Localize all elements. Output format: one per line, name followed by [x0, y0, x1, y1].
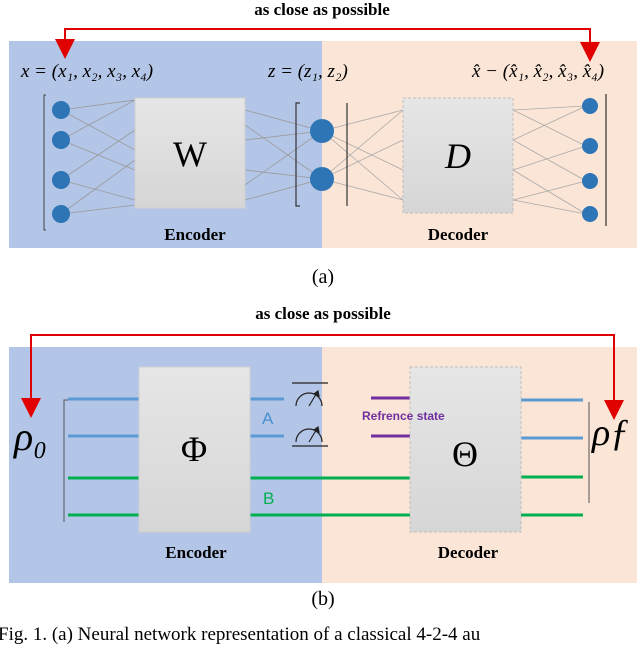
- top-label-b: as close as possible: [255, 304, 391, 323]
- input-nodes: [52, 101, 70, 223]
- subsystem-b-label: B: [263, 489, 274, 508]
- x-equation: x = (x₁, x₂, x₃, x₄): [20, 61, 153, 82]
- encoder-box-b: [138, 366, 251, 533]
- encoder-symbol-w: W: [173, 134, 207, 174]
- decoder-symbol-theta: Θ: [452, 434, 478, 474]
- caption-a: (a): [312, 266, 334, 288]
- encoder-symbol-phi: Φ: [181, 429, 207, 469]
- encoder-connections-a: [60, 99, 323, 215]
- decoder-box-a: [402, 97, 514, 214]
- output-node-1: [582, 98, 598, 114]
- measurement-meter-1: [292, 382, 328, 407]
- output-node-4: [582, 206, 598, 222]
- latent-nodes: [310, 119, 334, 191]
- green-wires: [68, 475, 583, 517]
- top-label-a: as close as possible: [254, 0, 390, 19]
- decoder-label-b: Decoder: [438, 543, 499, 562]
- xhat-equation: x̂ − (x̂₁, x̂₂, x̂₃, x̂₄): [471, 61, 604, 82]
- input-node-4: [52, 205, 70, 223]
- decoder-label-a: Decoder: [428, 225, 489, 244]
- input-node-2: [52, 131, 70, 149]
- caption-b: (b): [311, 588, 334, 610]
- encoder-box-a: [134, 97, 246, 209]
- encoder-label-b: Encoder: [165, 543, 227, 562]
- latent-node-1: [310, 119, 334, 143]
- panel-b: as close as possible ρ₀ ρƒ: [9, 304, 637, 610]
- input-node-3: [52, 171, 70, 189]
- blue-wires: [68, 397, 583, 440]
- rho-f: ρƒ: [591, 412, 629, 454]
- decoder-symbol-d: D: [444, 136, 471, 176]
- input-bracket-left: [43, 94, 46, 231]
- latent-node-2: [310, 167, 334, 191]
- panel-a: as close as possible x = (x₁, x₂, x₃, x₄…: [9, 0, 637, 288]
- decoder-box-b: [409, 366, 522, 533]
- measurement-meter-2: [292, 425, 328, 447]
- output-nodes: [582, 98, 598, 222]
- output-node-3: [582, 173, 598, 189]
- z-equation: z = (z₁, z₂): [267, 61, 348, 82]
- input-bracket-b: [63, 399, 68, 522]
- decoder-connections-a: [321, 105, 587, 215]
- reference-wires: [371, 396, 410, 438]
- rho-zero: ρ₀: [12, 414, 47, 459]
- input-node-1: [52, 101, 70, 119]
- figure-caption: Fig. 1. (a) Neural network representatio…: [0, 624, 481, 645]
- encoder-label-a: Encoder: [164, 225, 226, 244]
- output-node-2: [582, 138, 598, 154]
- latent-bracket-left: [295, 102, 300, 207]
- subsystem-a-label: A: [262, 409, 274, 428]
- reference-state-label: Refrence state: [362, 409, 445, 423]
